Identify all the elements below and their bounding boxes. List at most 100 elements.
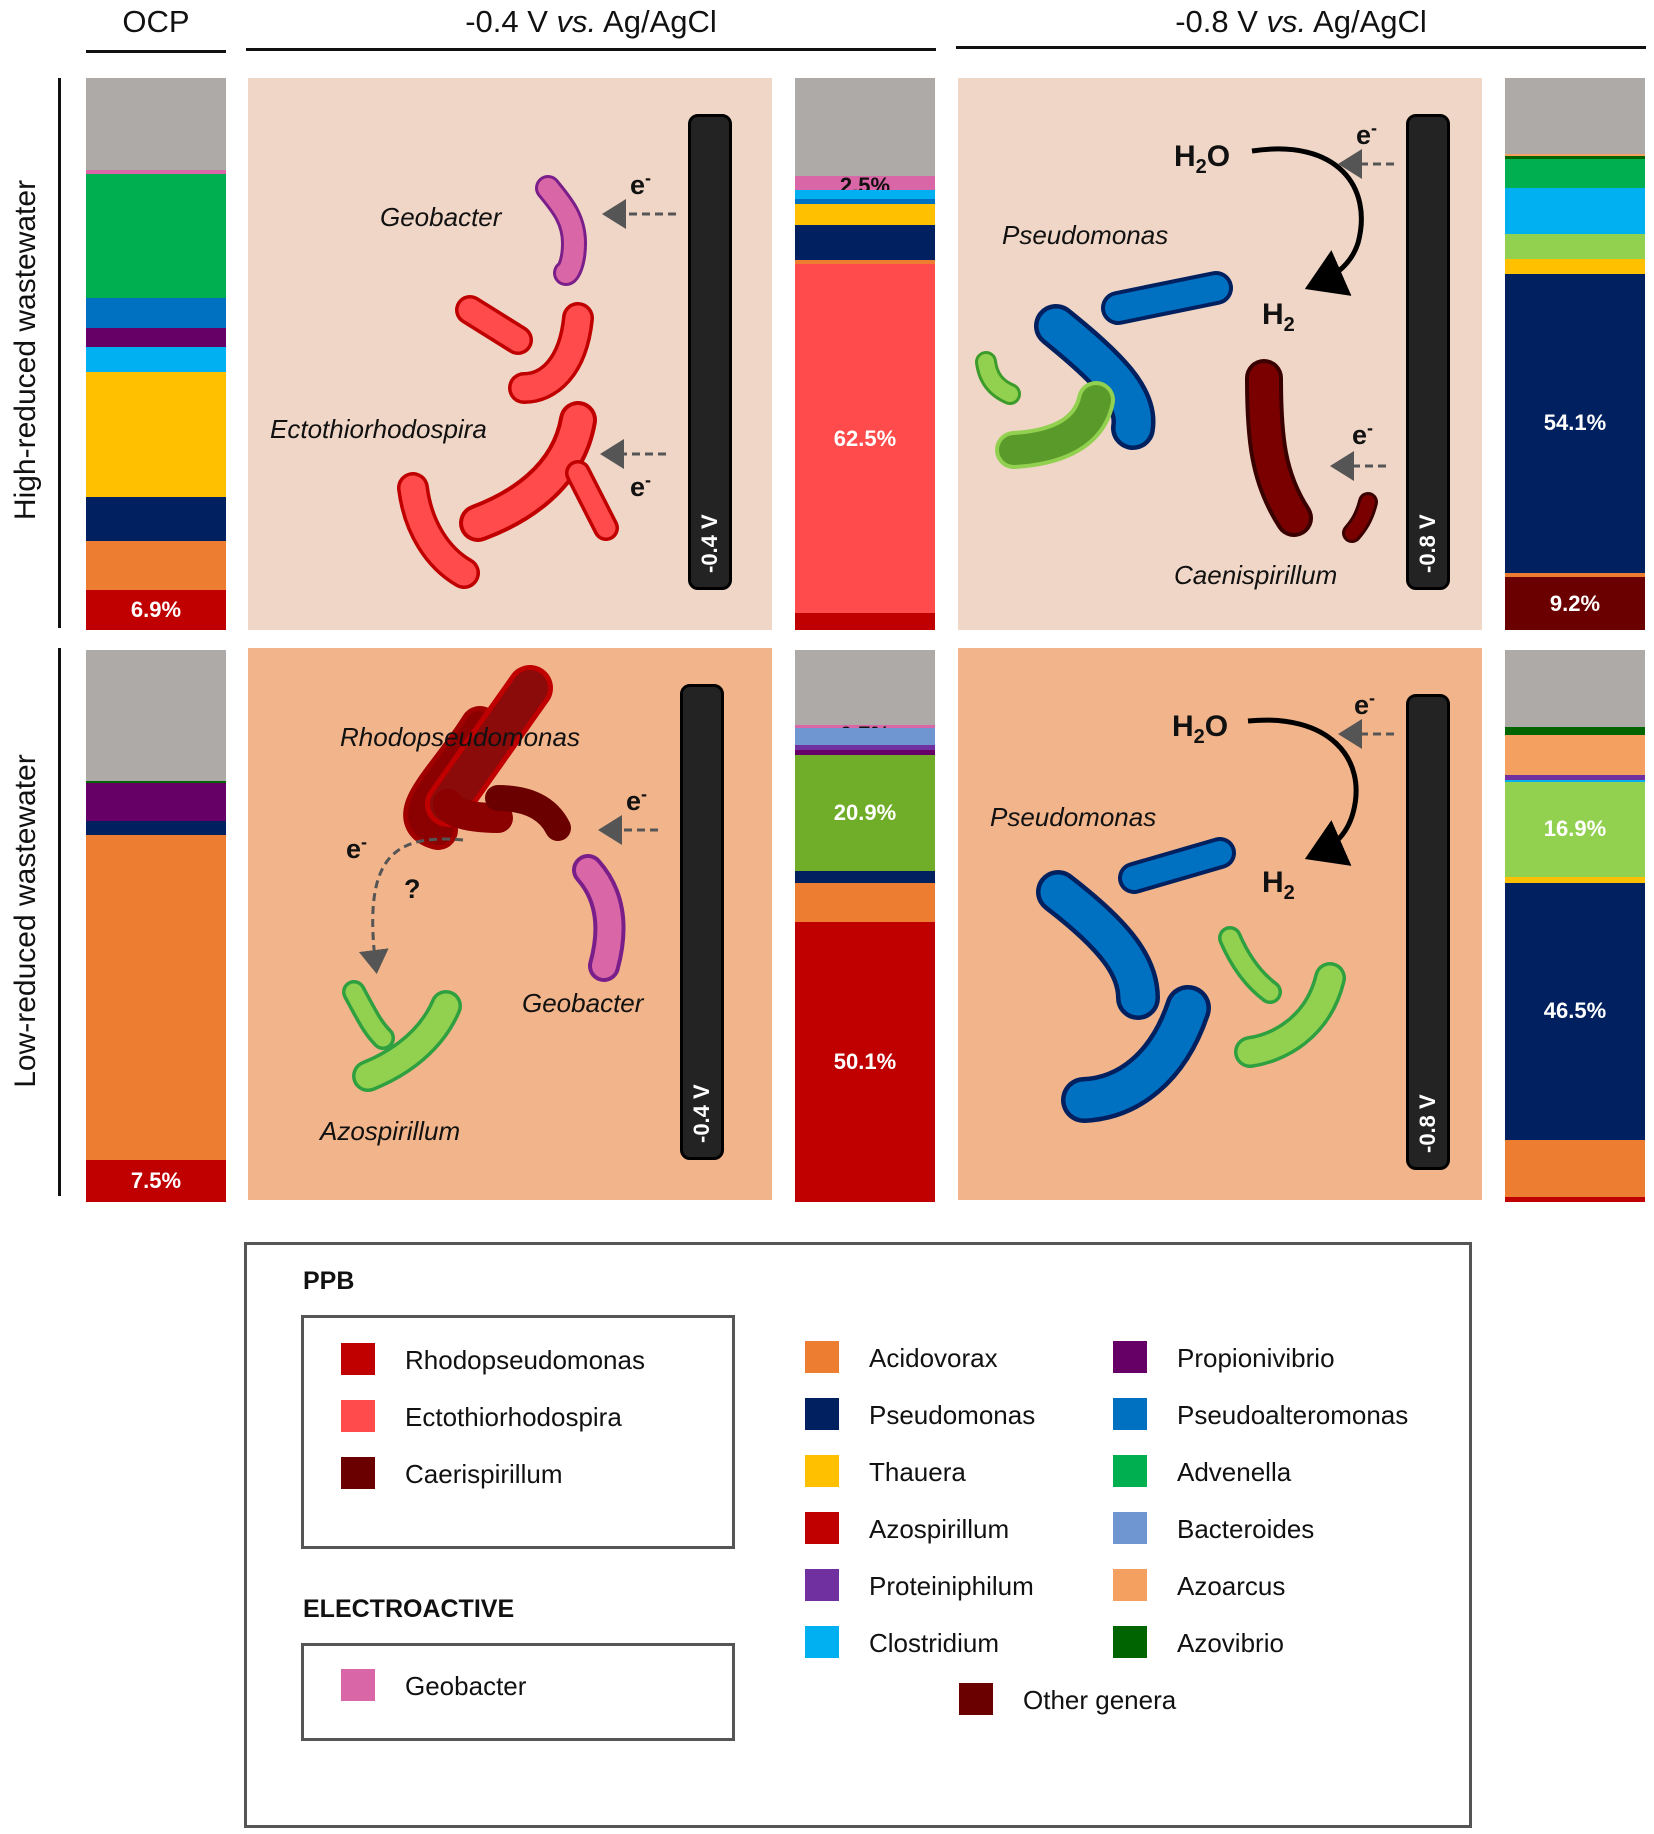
- bar-segment-propionivibrio: [86, 782, 226, 822]
- legend-label: Other genera: [1023, 1685, 1177, 1715]
- bar-segment-acidovorax: [1505, 1140, 1645, 1198]
- bar-segment-other: [795, 78, 935, 177]
- row-high-bracket: [58, 78, 61, 628]
- bar-segment-rhodopseudomonas: [795, 922, 935, 1203]
- bar-segment-other: [86, 650, 226, 782]
- h2o-to-h2-arrow: [1247, 717, 1359, 866]
- bar-segment-acidovorax: [1505, 572, 1645, 578]
- bar-segment-geobacter: [795, 724, 935, 729]
- azospirillum-cells: [342, 980, 462, 1092]
- pseudomonas-cells: [1034, 271, 1233, 450]
- header-08-underline: [956, 46, 1646, 49]
- bar-segment-acidovorax: [795, 882, 935, 923]
- bar-segment-thauera: [86, 372, 226, 498]
- row-low-bracket: [58, 648, 61, 1196]
- bar-segment-light-green-genus: [1505, 782, 1645, 878]
- bar-segment-other: [795, 650, 935, 726]
- bar-segment-azoarcus: [1505, 154, 1645, 157]
- bar-value-label: 46.5%: [1543, 998, 1607, 1024]
- bar-segment-advenella: [86, 174, 226, 299]
- rhodopseudomonas-cells: [403, 665, 571, 850]
- bar-segment-pseudomonas: [86, 820, 226, 836]
- bar-segment-geobacter: [86, 169, 226, 175]
- legend-swatch: [1113, 1398, 1147, 1430]
- label-ectothiorhodospira: Ectothiorhodospira: [270, 414, 487, 444]
- legend-swatch: [805, 1569, 839, 1601]
- row-label-high: High-reduced wastewater: [9, 179, 42, 521]
- bar-value-label: 50.1%: [833, 1049, 897, 1075]
- bar-segment-propionivibrio: [795, 750, 935, 756]
- legend-label: Pseudomonas: [869, 1400, 1036, 1430]
- bar-segment-caerispirillum: [1505, 577, 1645, 631]
- electron-label: e-: [346, 832, 368, 864]
- legend-swatch: [341, 1457, 375, 1489]
- electron-label: e-: [630, 470, 652, 502]
- legend-swatch: [1113, 1341, 1147, 1373]
- bar-segment-light-green-genus: [1505, 233, 1645, 259]
- bar-segment-other: [86, 78, 226, 171]
- electron-label: e-: [1354, 688, 1376, 720]
- label-pseudomonas: Pseudomonas: [990, 802, 1157, 832]
- bar-high-ocp: 6.9%: [86, 78, 226, 631]
- legend-swatch: [805, 1512, 839, 1544]
- legend-swatch: [1113, 1569, 1147, 1601]
- electrode-minus-0-4v: -0.4 V: [680, 684, 724, 1160]
- legend-label: Caerispirillum: [405, 1459, 563, 1489]
- legend-swatch: [1113, 1626, 1147, 1658]
- electron-label: e-: [1352, 418, 1374, 450]
- header-ocp: OCP: [122, 4, 190, 39]
- h2o-to-h2-arrow: [1251, 146, 1364, 296]
- geobacter-cell: [572, 854, 626, 982]
- header-08-prefix: -0.8 V: [1175, 4, 1267, 39]
- bar-value-label: 6.9%: [130, 597, 182, 623]
- legend-label: Thauera: [869, 1457, 966, 1487]
- label-geobacter: Geobacter: [522, 988, 644, 1018]
- bar-segment-azoarcus: [1505, 734, 1645, 776]
- legend-swatch: [341, 1669, 375, 1701]
- bar-segment-other: [1505, 650, 1645, 728]
- label-caenispirillum: Caenispirillum: [1174, 560, 1338, 590]
- bar-segment-pseudomonas: [1505, 882, 1645, 1141]
- header-minus-0-4v: -0.4 V vs. Ag/AgCl: [246, 4, 936, 40]
- bar-high-minus-0-4v: 2.5%62.5%: [795, 78, 935, 631]
- electrode-minus-0-4v: -0.4 V: [688, 114, 732, 590]
- electron-label: e-: [630, 168, 652, 200]
- electron-curve-arrow: [358, 837, 464, 974]
- bar-value-label: 54.1%: [1543, 410, 1607, 436]
- bar-segment-other: [1505, 78, 1645, 155]
- panel-high-08-drawing: [975, 146, 1394, 543]
- bar-segment-azovibrio: [1505, 156, 1645, 160]
- bar-value-label: 9.2%: [1549, 590, 1601, 616]
- legend-swatch: [805, 1398, 839, 1430]
- bar-segment-acidovorax: [86, 541, 226, 591]
- bar-segment-clostridium: [86, 346, 226, 373]
- bar-segment-ectothiorhodospira: [795, 264, 935, 614]
- legend-ppb-box: [301, 1315, 735, 1549]
- legend-swatch: [805, 1455, 839, 1487]
- legend-electroactive-box: [301, 1643, 735, 1741]
- bar-segment-clostridium: [795, 190, 935, 200]
- label-azospirillum: Azospirillum: [320, 1116, 461, 1146]
- question-mark: ?: [404, 874, 421, 904]
- h2-label: H2: [1262, 298, 1295, 336]
- bar-value-label: 62.5%: [833, 425, 897, 451]
- legend-electroactive-title: ELECTROACTIVE: [303, 1595, 515, 1623]
- legend-label: Geobacter: [405, 1671, 527, 1701]
- bar-segment-pseudomonas: [1505, 273, 1645, 574]
- geobacter-cell: [535, 175, 588, 286]
- bar-segment-pseudomonas: [86, 496, 226, 542]
- panel-low-04-drawing: [342, 665, 658, 1092]
- panel-low-minus-0-8v: -0.8 V H2O H2 Pseudomonas e-: [958, 648, 1482, 1200]
- legend-label: Azovibrio: [1177, 1628, 1284, 1658]
- header-04-underline: [246, 48, 936, 51]
- bar-segment-pseudomonas: [795, 225, 935, 261]
- bar-segment-clostridium: [1505, 187, 1645, 235]
- bar-segment-rhodopseudomonas: [795, 613, 935, 631]
- legend-label: Rhodopseudomonas: [405, 1345, 645, 1375]
- caenispirillum-cells: [1245, 359, 1378, 543]
- h2-label: H2: [1262, 866, 1295, 904]
- electrode-minus-0-8v: -0.8 V: [1406, 694, 1450, 1170]
- panel-low-minus-0-4v: -0.4 V Rhodopseudomonas Geobacter Azospi…: [248, 648, 772, 1200]
